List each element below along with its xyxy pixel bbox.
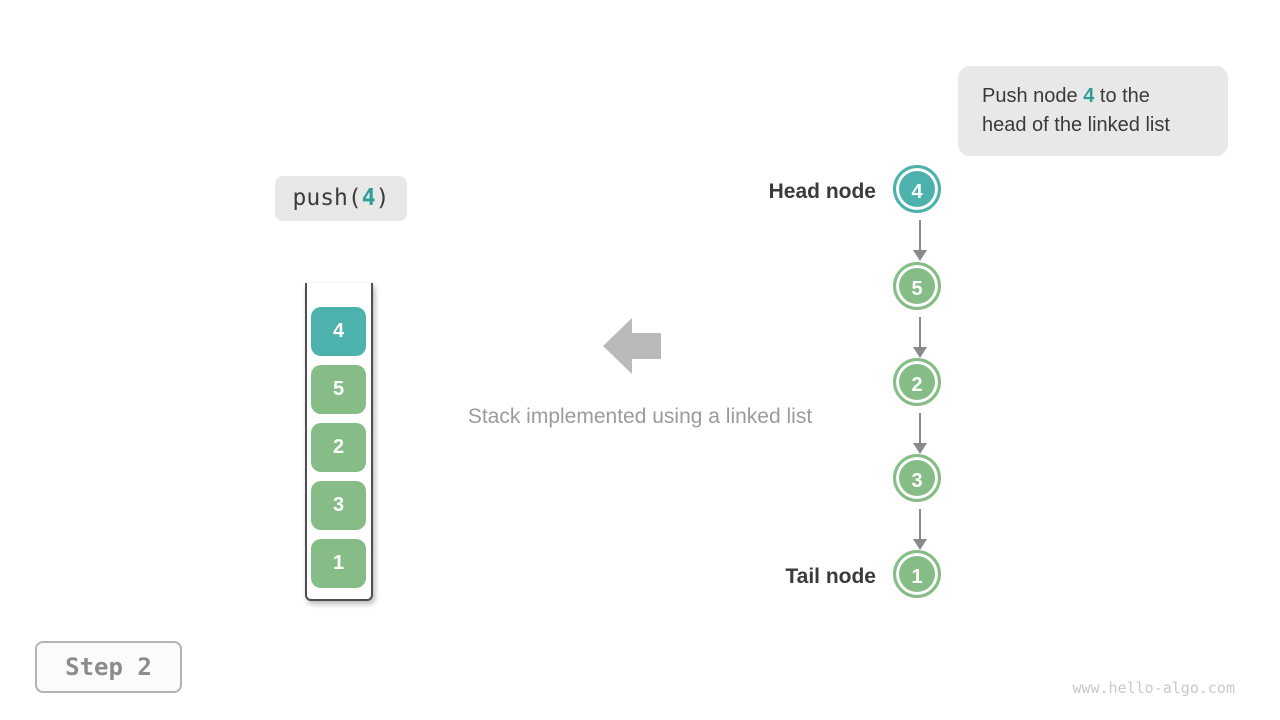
footer-url: www.hello-algo.com: [1072, 679, 1235, 697]
push-note-value: 4: [1083, 85, 1095, 107]
code-text: push(: [292, 185, 362, 211]
stack-item: 4: [311, 307, 366, 356]
list-node: 5: [893, 262, 941, 310]
head-node-label: Head node: [768, 180, 876, 203]
down-arrow-icon: [913, 413, 927, 454]
push-note-text: Push node: [982, 85, 1084, 107]
stack-item: 2: [311, 423, 366, 472]
list-node: 4: [893, 165, 941, 213]
left-arrow-icon: [603, 318, 661, 379]
push-code-badge: push(4): [275, 176, 407, 221]
down-arrow-icon: [913, 509, 927, 550]
stack-container: 4 5 2 3 1: [305, 283, 373, 601]
stack-item: 3: [311, 481, 366, 530]
list-node: 2: [893, 358, 941, 406]
diagram-caption: Stack implemented using a linked list: [467, 405, 813, 428]
code-text: ): [375, 185, 390, 211]
down-arrow-icon: [913, 317, 927, 358]
list-node: 3: [893, 454, 941, 502]
stack-item: 1: [311, 539, 366, 588]
stack-item: 5: [311, 365, 366, 414]
down-arrow-icon: [913, 220, 927, 261]
push-note-text: to the: [1094, 85, 1150, 107]
code-value: 4: [361, 185, 376, 211]
list-node: 1: [893, 550, 941, 598]
push-note-line1: Push node 4 to the: [982, 82, 1228, 111]
step-badge: Step 2: [35, 641, 182, 693]
push-note-callout: Push node 4 to the head of the linked li…: [958, 66, 1228, 156]
push-note-line2: head of the linked list: [982, 114, 1170, 136]
tail-node-label: Tail node: [785, 565, 876, 588]
